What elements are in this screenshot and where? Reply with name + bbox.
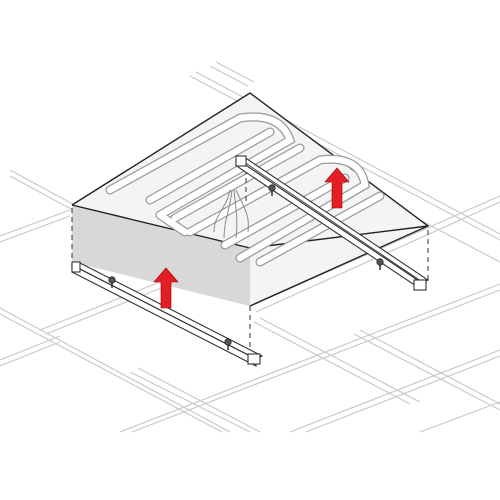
tube-highlight bbox=[221, 174, 384, 266]
grid-line bbox=[209, 61, 255, 87]
hanging-wires bbox=[213, 189, 249, 239]
lift-arrows bbox=[153, 167, 350, 309]
screw-icon bbox=[108, 276, 116, 288]
screw-icon bbox=[376, 258, 384, 270]
tube-highlight bbox=[106, 113, 294, 219]
alignment-dashed-lines bbox=[71, 160, 429, 358]
rail-end-tab bbox=[247, 353, 261, 365]
wire bbox=[213, 189, 231, 233]
grid-line bbox=[0, 209, 71, 243]
fluorescent-tubes bbox=[105, 112, 385, 267]
grid-line bbox=[119, 283, 500, 433]
rail-edge bbox=[243, 161, 425, 284]
panel-front-face bbox=[72, 205, 250, 306]
panel-edge bbox=[71, 204, 251, 249]
mounting-rail-front bbox=[70, 261, 264, 367]
grid-line bbox=[353, 329, 500, 411]
tube-highlight bbox=[156, 211, 189, 236]
rail-end-tab bbox=[235, 155, 247, 167]
wire bbox=[233, 189, 238, 239]
mounting-rail-back bbox=[235, 155, 430, 292]
grid-line bbox=[253, 317, 421, 405]
grid-line bbox=[129, 367, 261, 433]
screws bbox=[108, 184, 384, 350]
grid-line bbox=[419, 219, 500, 263]
grid-line bbox=[289, 349, 500, 433]
wire bbox=[235, 189, 249, 233]
tube-highlight bbox=[186, 156, 369, 262]
rail-end-tab bbox=[71, 261, 81, 273]
panel-edge bbox=[249, 225, 429, 249]
up-arrow-icon bbox=[153, 267, 179, 309]
grid-line bbox=[0, 335, 61, 367]
wire bbox=[223, 189, 233, 239]
grid-line bbox=[0, 307, 231, 433]
grid-line bbox=[39, 281, 167, 335]
rail-end-tab bbox=[413, 279, 427, 291]
tube-highlight bbox=[146, 128, 304, 222]
up-arrow-icon bbox=[324, 167, 350, 209]
screw-icon bbox=[268, 184, 276, 196]
screw-icon bbox=[224, 338, 232, 350]
grid-line bbox=[419, 401, 500, 433]
